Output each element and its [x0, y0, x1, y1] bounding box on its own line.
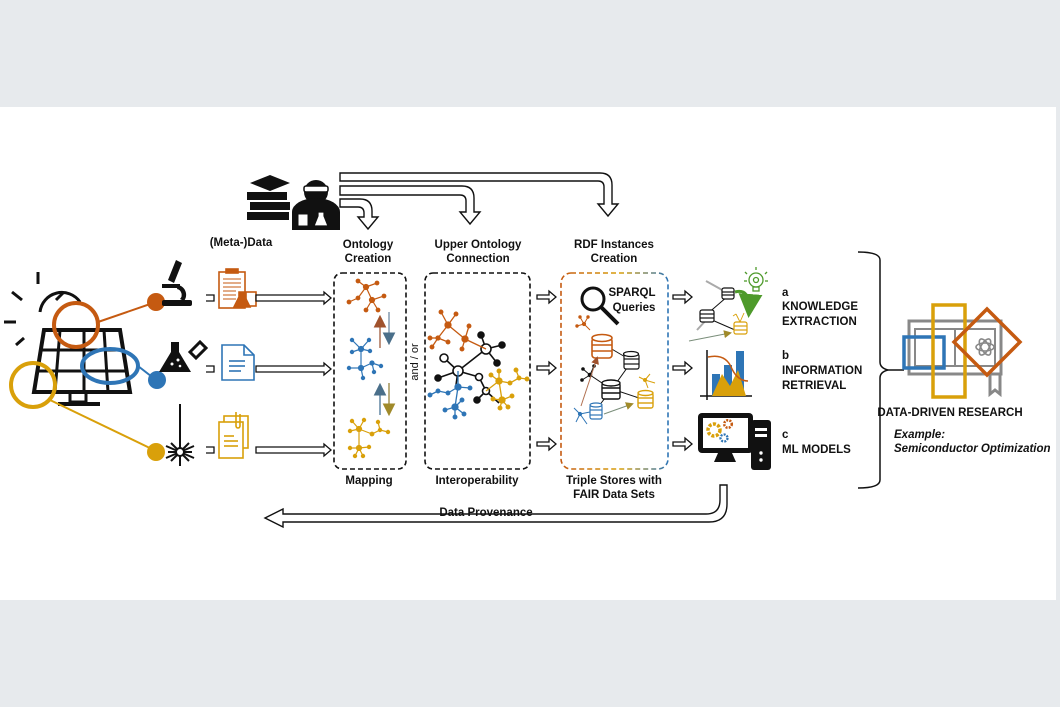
blue-node: [148, 371, 166, 389]
rdf-title-1: RDF Instances: [574, 239, 654, 251]
upper-to-rdf-arrows: [536, 289, 557, 452]
data-provenance-label: Data Provenance: [439, 507, 532, 519]
chart-icon: [700, 350, 752, 400]
document-icon: [221, 344, 255, 381]
lab-report-icon: [218, 268, 257, 309]
ontology-title-1: Ontology: [343, 239, 394, 251]
ontology-graph-orange: [346, 278, 387, 313]
laser-icon: [165, 404, 195, 466]
expert-flow-arrows: [339, 172, 620, 231]
outcome-c-line1: ML MODELS: [782, 444, 851, 456]
sparql-label-2: Queries: [613, 302, 656, 314]
data-flow-arrows: [206, 290, 332, 458]
grouping-brace: [857, 251, 889, 489]
scientist-with-books-icon: [247, 175, 340, 230]
magnifier-icon: [580, 286, 620, 326]
ontology-graph-blue: [346, 337, 384, 381]
triple-stores-label-2: FAIR Data Sets: [573, 489, 655, 501]
data-provenance-arrow: [263, 484, 728, 529]
outcome-c-letter: c: [782, 429, 789, 441]
chemistry-flask-icon: [159, 339, 209, 372]
ontology-creation-box: [333, 272, 407, 470]
upper-ontology-box: [424, 272, 531, 470]
outcome-a-letter: a: [782, 287, 789, 299]
computer-gears-icon: [698, 413, 771, 470]
gold-node: [147, 443, 165, 461]
upper-ontology-title-1: Upper Ontology: [435, 239, 522, 251]
upper-ontology-graph: [427, 309, 530, 420]
outcome-b-line1: INFORMATION: [782, 365, 862, 377]
orange-node: [147, 293, 165, 311]
result-title: DATA-DRIVEN RESEARCH: [877, 407, 1022, 419]
database-orange-icon: [591, 333, 613, 359]
outcome-a-line2: EXTRACTION: [782, 316, 857, 328]
rdf-triple-store-box: [560, 272, 669, 470]
microscope-icon: [162, 260, 192, 306]
solar-panel-icon: [4, 272, 166, 461]
ontology-graph-gold: [347, 417, 391, 459]
gold-ring: [9, 361, 57, 409]
meta-data-label: (Meta-)Data: [210, 237, 273, 249]
rdf-title-2: Creation: [591, 253, 638, 265]
database-black-icon: [622, 350, 640, 370]
result-example-value: Semiconductor Optimization: [894, 443, 1051, 455]
mapping-arrows: [373, 312, 396, 417]
outcome-b-line2: RETRIEVAL: [782, 380, 846, 392]
outcome-a-line1: KNOWLEDGE: [782, 301, 858, 313]
clipped-documents-icon: [218, 412, 249, 459]
and-or-label: and / or: [409, 343, 421, 381]
orange-ring: [52, 301, 100, 349]
sparql-label-1: SPARQL: [608, 287, 655, 299]
mapping-label: Mapping: [345, 475, 392, 487]
ontology-title-2: Creation: [345, 253, 392, 265]
upper-ontology-title-2: Connection: [446, 253, 509, 265]
triple-store-network: [573, 315, 656, 425]
result-example-label: Example:: [894, 429, 945, 441]
triple-stores-label-1: Triple Stores with: [566, 475, 662, 487]
outcome-b-letter: b: [782, 350, 789, 362]
blue-ring: [80, 347, 140, 385]
knowledge-graph-lightbulb-icon: [688, 267, 768, 342]
research-book-atom-icon: [902, 303, 1023, 399]
rdf-to-outcome-arrows: [672, 289, 693, 452]
interoperability-label: Interoperability: [435, 475, 519, 487]
